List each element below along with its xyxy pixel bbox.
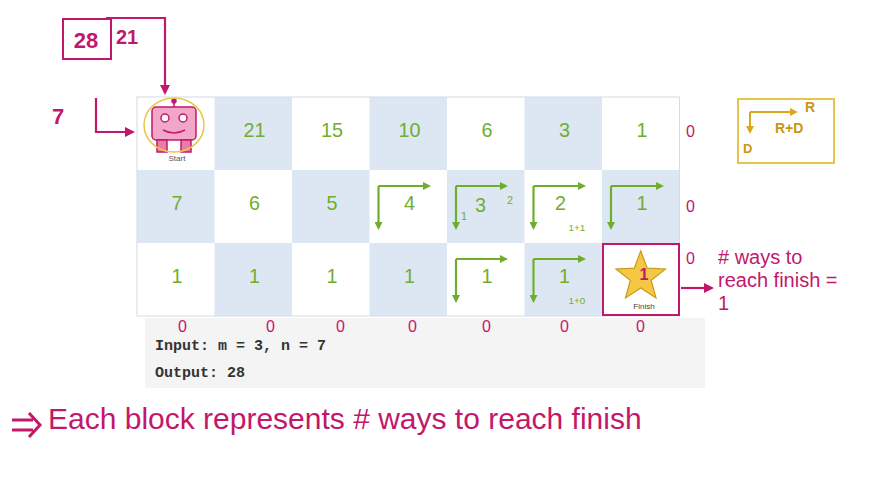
grid-cell: 11+0 [525, 243, 603, 316]
cell-count: 10 [370, 119, 450, 142]
rule-term: R [805, 99, 815, 115]
start-cell: Start [137, 97, 215, 170]
down-arrow [96, 98, 133, 132]
grid-cell: 1 [215, 243, 293, 316]
total-count: 28 [64, 28, 108, 53]
grid-cell: 15 [292, 97, 370, 170]
down-arrow [532, 259, 534, 301]
partial-count: 21 [116, 26, 138, 49]
boundary-zero: 0 [636, 318, 645, 336]
grid-cell: 1 [137, 243, 215, 316]
grid-cell: 1 [602, 170, 680, 243]
boundary-zero: 0 [560, 318, 569, 336]
grid-cell: 21 [215, 97, 293, 170]
cell-count: 4 [370, 192, 450, 215]
finish-count: 1 [604, 265, 684, 284]
cell-count: 15 [292, 119, 372, 142]
cell-count: 6 [447, 119, 527, 142]
leader-arrow [681, 287, 712, 289]
robot-body [152, 107, 196, 140]
sum-part: 1 [461, 210, 541, 222]
cell-count: 1 [525, 265, 605, 288]
right-arrow [456, 185, 506, 187]
cell-count: 7 [137, 192, 217, 215]
grid-cell: 312 [447, 170, 525, 243]
grid-cell: 6 [447, 97, 525, 170]
finish-label: Finish [604, 302, 684, 311]
robot-antenna [172, 99, 176, 103]
grid-cell: 4 [370, 170, 448, 243]
grid-cell: 5 [292, 170, 370, 243]
grid-cell: 3 [525, 97, 603, 170]
down-arrow [532, 186, 534, 228]
highlight-ring [144, 98, 204, 152]
cell-count: 3 [475, 194, 555, 217]
cell-count: 1 [370, 265, 450, 288]
io-panel: Input: m = 3, n = 7 Output: 28 [145, 318, 705, 388]
cell-count: 5 [292, 192, 372, 215]
right-arrow [750, 111, 796, 113]
sum-part: 2 [507, 194, 587, 206]
rule-box: RR+D D [737, 98, 835, 164]
finish-cell: 1Finish [602, 243, 680, 316]
down-arrow [455, 259, 457, 301]
partial-count: 7 [52, 104, 64, 129]
right-arrow [379, 185, 430, 187]
grid-border [137, 97, 680, 316]
callout-note: # ways to reach finish = 1 [718, 246, 853, 315]
boundary-zero: 0 [336, 318, 345, 336]
robot-mouth [163, 130, 185, 133]
boundary-zero: 0 [686, 123, 695, 141]
cell-count: 2 [549, 192, 573, 215]
down-arrow [377, 186, 379, 228]
down-arrow [455, 186, 457, 228]
io-line: Output: 28 [155, 365, 245, 382]
count-box: 28 [62, 18, 112, 60]
boundary-zero: 0 [686, 250, 695, 268]
down-arrow [749, 112, 751, 132]
right-arrow [611, 185, 662, 187]
boundary-zero: 0 [482, 318, 491, 336]
cell-count: 21 [215, 119, 295, 142]
grid-cell: 1 [292, 243, 370, 316]
boundary-zero: 0 [686, 198, 695, 216]
right-arrow [534, 258, 585, 260]
cell-count: 3 [525, 119, 605, 142]
io-line: Input: m = 3, n = 7 [155, 338, 326, 355]
boundary-zero: 0 [266, 318, 275, 336]
right-arrow [106, 18, 165, 93]
cell-count: 1 [602, 119, 682, 142]
grid-cell: 7 [137, 170, 215, 243]
robot-eye [179, 114, 187, 122]
start-label: Start [137, 154, 217, 163]
sum-formula: 1+1 [569, 222, 649, 233]
cell-count: 1 [447, 265, 527, 288]
down-arrow [610, 186, 612, 228]
rule-term: D [743, 142, 752, 157]
caption-note: Each block represents # ways to reach fi… [48, 402, 848, 437]
grid-cell: 21+1 [525, 170, 603, 243]
grid-cell: 1 [447, 243, 525, 316]
grid-cell: 6 [215, 170, 293, 243]
cell-count: 1 [602, 192, 682, 215]
bullet-arrow [12, 413, 40, 437]
grid-cell: 10 [370, 97, 448, 170]
grid-ground [137, 97, 680, 316]
boundary-zero: 0 [178, 318, 187, 336]
right-arrow [456, 258, 506, 260]
cell-count: 1 [215, 265, 295, 288]
cell-count: 6 [215, 192, 295, 215]
grid-cell: 1 [370, 243, 448, 316]
boundary-zero: 0 [408, 318, 417, 336]
cell-count: 1 [292, 265, 372, 288]
rule-term: R+D [775, 120, 803, 136]
robot-eye [161, 114, 169, 122]
cell-count: 1 [137, 265, 217, 288]
grid-cell: 1 [602, 97, 680, 170]
right-arrow [534, 185, 585, 187]
